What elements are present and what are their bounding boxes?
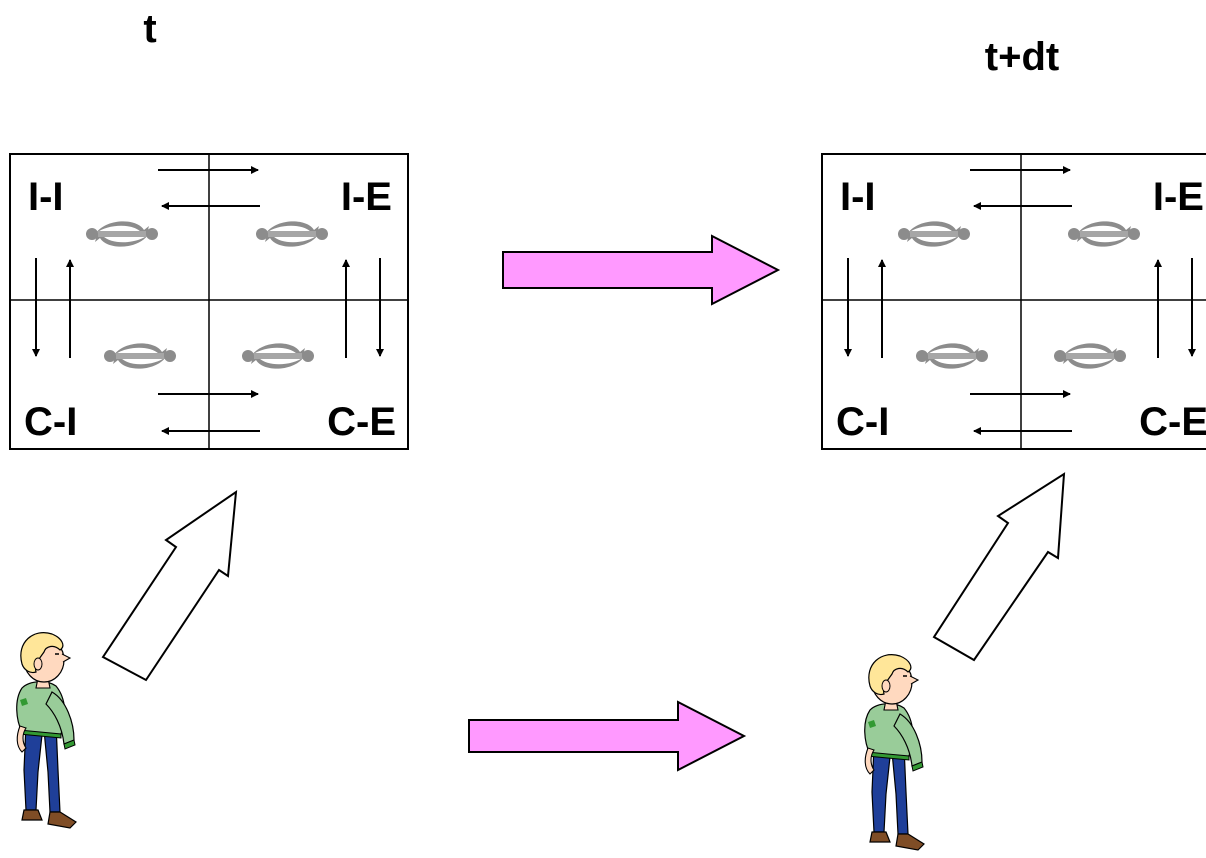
transition-arrow-top	[502, 234, 781, 306]
time-label-t-plus-dt: t+dt	[985, 35, 1059, 79]
quadrant-label-i-e: I-E	[341, 175, 392, 219]
observer-boy-figure	[863, 653, 925, 851]
quadrant-label-i-i: I-I	[840, 175, 876, 219]
quadrant-label-i-i: I-I	[28, 175, 64, 219]
quadrant-label-c-i: C-I	[24, 400, 77, 444]
quadrant-label-c-e: C-E	[1139, 400, 1206, 444]
state-box-t-plus-dt: I-I I-E C-I C-E	[821, 153, 1206, 450]
quadrant-label-i-e: I-E	[1153, 175, 1204, 219]
observation-arrow-left	[101, 489, 238, 682]
observation-arrow-right	[932, 472, 1066, 662]
state-box-t: I-I I-E C-I C-E	[9, 153, 409, 450]
quadrant-label-c-i: C-I	[836, 400, 889, 444]
quadrant-label-c-e: C-E	[327, 400, 396, 444]
observer-boy-figure	[15, 631, 77, 829]
transition-arrow-bottom	[468, 700, 747, 772]
time-label-t: t	[143, 7, 156, 51]
